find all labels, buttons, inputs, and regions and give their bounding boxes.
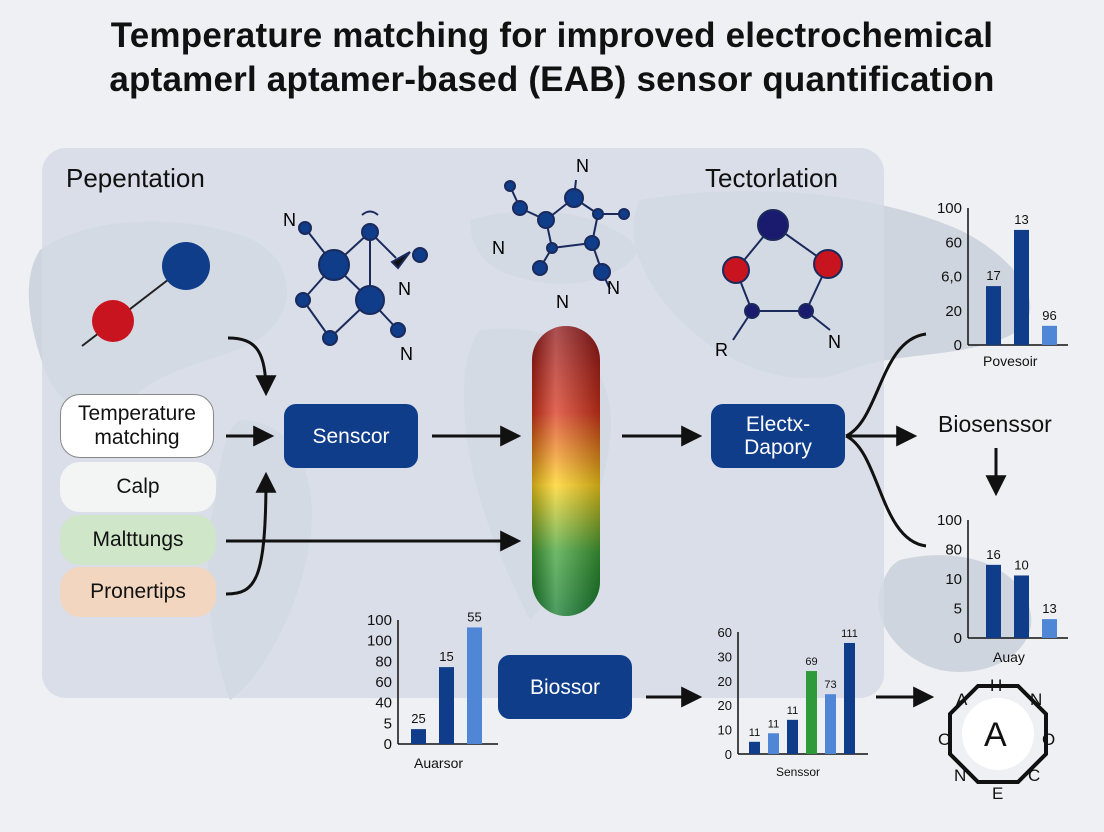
chart-tick-label: 20 xyxy=(718,674,732,689)
chart-data-label: 25 xyxy=(411,711,425,726)
node-biossor: Biossor xyxy=(498,655,632,719)
ring-atom-label: N xyxy=(954,766,967,785)
ring-atom-label: O xyxy=(938,730,952,749)
title-line-1: Temperature matching for improved electr… xyxy=(110,16,994,55)
chart-bar xyxy=(1042,325,1057,345)
ring-atom-label: A xyxy=(956,690,968,709)
chart-data-label: 17 xyxy=(986,268,1000,283)
chart-data-label: 16 xyxy=(986,547,1000,562)
label-biosensor: Biosenssor xyxy=(938,411,1052,437)
chart-data-label: 13 xyxy=(1042,601,1056,616)
molecule-1-label: N xyxy=(283,210,296,230)
chart-bar xyxy=(986,564,1001,638)
flow-arrows xyxy=(225,332,1007,708)
chart-data-label: 13 xyxy=(1014,212,1028,227)
ring-atom-label: N xyxy=(1030,690,1043,709)
chart-bar xyxy=(749,741,760,754)
chart-tick-label: 40 xyxy=(375,695,392,712)
chart-tick-label: 100 xyxy=(367,633,392,650)
chart-bar xyxy=(768,733,779,754)
molecule-3-icon xyxy=(722,209,843,341)
chart-bar xyxy=(787,719,798,754)
molecule-1-icon xyxy=(295,210,428,346)
molecule-2-icon xyxy=(504,179,630,290)
chart-x-label: Auarsor xyxy=(414,755,463,771)
chart-data-label: 10 xyxy=(1014,557,1028,572)
heading-right: Tectorlation xyxy=(705,163,838,193)
node-electx-dapory: Electx-Dapory xyxy=(711,404,845,468)
chart-tick-label: 10 xyxy=(945,571,962,588)
chart-tick-label: 5 xyxy=(384,715,392,732)
input-maltungs: Malttungs xyxy=(60,515,216,565)
chart-tick-label: 20 xyxy=(718,698,732,713)
chart-tick-label: 0 xyxy=(725,747,732,762)
chart-tick-label: 60 xyxy=(375,674,392,691)
chart-data-label: 11 xyxy=(768,718,779,730)
molecule-1-label: N xyxy=(398,279,411,299)
chart-tick-label: 100 xyxy=(367,612,392,629)
chart-bar xyxy=(439,667,454,744)
chart-tick-label: 0 xyxy=(954,337,962,354)
molecule-3-label: N xyxy=(828,332,841,352)
chart-tick-label: 10 xyxy=(718,723,732,738)
chart-data-label: 73 xyxy=(824,679,836,691)
chart-data-label: 11 xyxy=(787,705,798,717)
molecule-2-label: N xyxy=(607,278,620,298)
molecule-2-label: N xyxy=(556,292,569,312)
chart-data-label: 15 xyxy=(439,649,453,664)
molecule-2-label: N xyxy=(492,238,505,258)
chart-tick-label: 0 xyxy=(384,736,392,753)
ring-atom-label: H xyxy=(990,676,1003,695)
chart-data-label: 55 xyxy=(467,609,481,624)
chart-data-label: 96 xyxy=(1042,308,1056,323)
molecule-3-label: R xyxy=(715,340,728,360)
aptamer-ring-icon xyxy=(948,684,1048,784)
chart-data-label: 111 xyxy=(841,628,858,640)
chart-bar xyxy=(806,671,817,754)
molecule-2-label: N xyxy=(576,156,589,176)
chart-bar xyxy=(411,729,426,744)
chart-bar xyxy=(1014,229,1029,345)
chart-tick-label: 30 xyxy=(718,649,732,664)
chart-bar xyxy=(1042,619,1057,638)
input-temperature-matching: Temperature matching xyxy=(60,394,214,458)
chart-tick-label: 5 xyxy=(954,601,962,618)
molecule-1-label: N xyxy=(400,344,413,364)
chart-bar xyxy=(1014,575,1029,638)
chart-tick-label: 60 xyxy=(945,234,962,251)
node-sensor: Senscor xyxy=(284,404,418,468)
chart-tick-label: 60 xyxy=(718,625,732,640)
chart-x-label: Povesoir xyxy=(983,353,1038,369)
chart-tick-label: 80 xyxy=(375,653,392,670)
chart-tick-label: 6,0 xyxy=(941,269,962,286)
title-line-2: aptamerl aptamer-based (EAB) sensor quan… xyxy=(109,60,995,99)
chart-x-label: Auay xyxy=(993,649,1025,665)
chart-tick-label: 100 xyxy=(937,512,962,529)
input-pronertips: Pronertips xyxy=(60,567,216,617)
chart-bar xyxy=(844,642,855,754)
chart-tick-label: 20 xyxy=(945,303,962,320)
chart-data-label: 11 xyxy=(749,727,760,739)
chart-bar xyxy=(986,286,1001,345)
ring-atom-label: E xyxy=(992,784,1004,803)
chart-data-label: 69 xyxy=(805,656,817,668)
ring-center-label: A xyxy=(984,716,1007,754)
chart-tick-label: 0 xyxy=(954,630,962,647)
chart-bar xyxy=(825,694,836,754)
heading-left: Pepentation xyxy=(66,163,205,193)
ring-atom-label: O xyxy=(1042,730,1056,749)
input-calp: Calp xyxy=(60,462,216,512)
chart-x-label: Senssor xyxy=(776,765,820,779)
ring-atom-label: C xyxy=(1028,766,1041,785)
chart-tick-label: 100 xyxy=(937,200,962,217)
chart-bar xyxy=(467,627,482,744)
chart-tick-label: 80 xyxy=(945,542,962,559)
dumbbell-molecule-icon xyxy=(81,242,210,347)
